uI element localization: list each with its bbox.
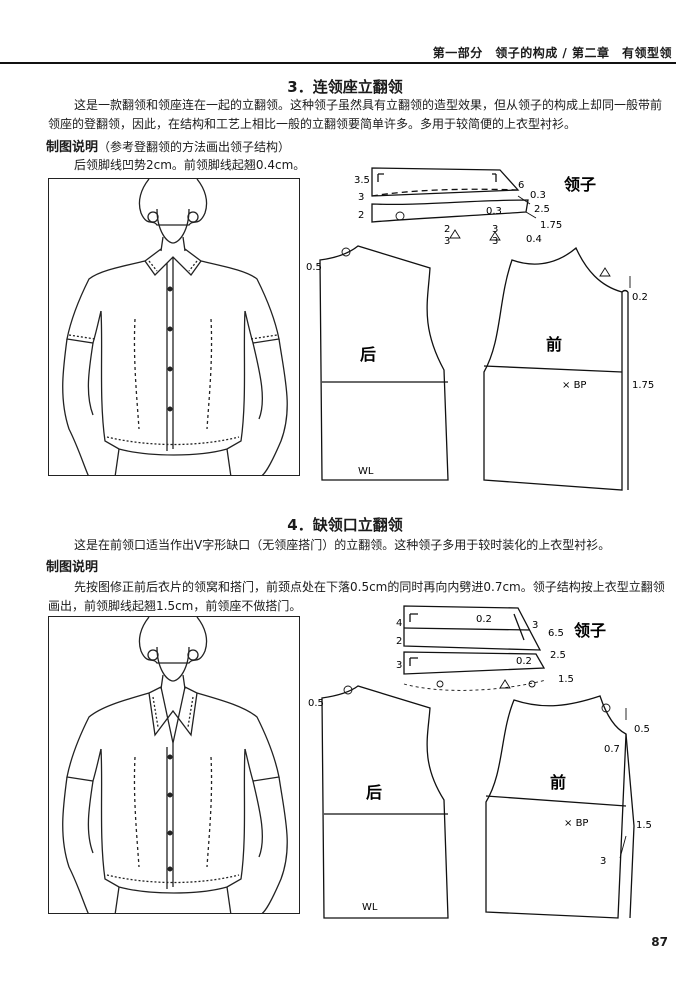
back-bodice-2 bbox=[321, 685, 449, 919]
button-icon bbox=[167, 754, 173, 760]
triangle-marks bbox=[449, 229, 611, 277]
pattern-drawing-2: 4 2 3 0.2 3 6.5 0.2 2.5 1.5 领子 0.5 0.5 0… bbox=[308, 605, 652, 919]
dim-1-5-collar: 1.5 bbox=[558, 674, 574, 685]
collar-label-2: 领子 bbox=[574, 621, 606, 640]
back-label-2: 后 bbox=[366, 783, 382, 802]
dim-6-5: 6.5 bbox=[548, 628, 564, 639]
dim-2-5-s4: 2.5 bbox=[550, 650, 566, 661]
section-3-subhead: 制图说明（参考登翻领的方法画出领子结构） bbox=[46, 136, 290, 155]
collar-circle-mark bbox=[395, 211, 405, 221]
back-label-1: 后 bbox=[360, 345, 376, 364]
frac-1-den: 3 bbox=[444, 236, 450, 247]
collar-piece-1b bbox=[371, 199, 529, 223]
dim-3b-s4: 3 bbox=[532, 620, 538, 631]
section-3-subhead-label: 制图说明 bbox=[46, 140, 99, 155]
triangle-mark-2 bbox=[499, 679, 511, 689]
bp-mark-1: × BP bbox=[562, 380, 586, 391]
dim-4: 4 bbox=[396, 618, 402, 629]
section-4-subhead: 制图说明 bbox=[46, 560, 99, 575]
dim-3-s4: 3 bbox=[396, 660, 402, 671]
wl-label-2: WL bbox=[362, 902, 378, 913]
section-3-paragraph-text: 这是一款翻领和领座连在一起的立翻领。这种领子虽然具有立翻领的造型效果，但从领子的… bbox=[48, 98, 663, 131]
dim-3-5: 3.5 bbox=[354, 175, 370, 186]
section-4-instructions: 先按图修正前后衣片的领窝和搭门，前颈点处在下落0.5cm的同时再向内劈进0.7c… bbox=[48, 578, 668, 616]
earring-icon bbox=[147, 211, 159, 223]
earring-icon bbox=[147, 649, 159, 661]
dim-0-3b: 0.3 bbox=[486, 206, 502, 217]
page-number: 87 bbox=[651, 935, 668, 949]
dim-2-s4: 2 bbox=[396, 636, 402, 647]
section-4-title: 4．缺领口立翻领 bbox=[287, 516, 403, 534]
section-3-paragraph: 这是一款翻领和领座连在一起的立翻领。这种领子虽然具有立翻领的造型效果，但从领子的… bbox=[48, 96, 668, 134]
front-label-1: 前 bbox=[546, 335, 562, 354]
front-bodice-2 bbox=[485, 695, 627, 919]
wl-label-1: WL bbox=[358, 466, 374, 477]
dim-1-75-front: 1.75 bbox=[632, 380, 654, 391]
blouse-illustration-1 bbox=[48, 178, 300, 476]
dim-1-75-collar: 1.75 bbox=[540, 220, 562, 231]
dim-0-5-front-s4: 0.5 bbox=[634, 724, 650, 735]
front-label-2: 前 bbox=[550, 773, 566, 792]
collar-piece-2a bbox=[403, 605, 542, 651]
dim-2-5: 2.5 bbox=[534, 204, 550, 215]
dim-3-front: 3 bbox=[600, 856, 606, 867]
running-header: 第一部分 领子的构成 / 第二章 有领型领 bbox=[432, 46, 672, 60]
collar-label-1: 领子 bbox=[564, 175, 596, 194]
front-bodice-1 bbox=[483, 246, 623, 491]
back-neck-circle-mark-2 bbox=[343, 685, 353, 695]
bp-mark-2: × BP bbox=[564, 818, 588, 829]
dim-0-3a: 0.3 bbox=[530, 190, 546, 201]
front-neck-circle-mark-2 bbox=[601, 703, 611, 713]
section-3-title: 3．连领座立翻领 bbox=[287, 78, 403, 96]
blouse-illustration-2 bbox=[48, 616, 300, 914]
dim-0-4: 0.4 bbox=[526, 234, 542, 245]
dim-2: 2 bbox=[358, 210, 364, 221]
back-bodice-1 bbox=[319, 245, 449, 481]
dim-6: 6 bbox=[518, 180, 524, 191]
back-neck-circle-mark bbox=[341, 247, 351, 257]
button-icon bbox=[167, 286, 173, 292]
section-4-paragraph: 这是在前领口适当作出V字形缺口（无领座搭门）的立翻领。这种领子多用于较时装化的上… bbox=[48, 536, 668, 555]
dim-0-2a-s4: 0.2 bbox=[476, 614, 492, 625]
section-4-instructions-text: 先按图修正前后衣片的领窝和搭门，前颈点处在下落0.5cm的同时再向内劈进0.7c… bbox=[48, 580, 665, 613]
section-3-subhead-note: （参考登翻领的方法画出领子结构） bbox=[98, 140, 291, 154]
dim-0-2-front: 0.2 bbox=[632, 292, 648, 303]
section-3-instructions: 后领脚线凹势2cm。前领脚线起翘0.4cm。 bbox=[74, 158, 306, 172]
dim-0-2b-s4: 0.2 bbox=[516, 656, 532, 667]
frac-1-num: 2 bbox=[444, 224, 450, 235]
dim-3: 3 bbox=[358, 192, 364, 203]
dim-0-5-back-s4: 0.5 bbox=[308, 698, 324, 709]
collar-piece-1a bbox=[371, 167, 520, 197]
section-4-paragraph-text: 这是在前领口适当作出V字形缺口（无领座搭门）的立翻领。这种领子多用于较时装化的上… bbox=[74, 538, 611, 552]
frac-2-num: 3 bbox=[492, 224, 498, 235]
collar-piece-2b bbox=[403, 651, 546, 675]
blouse-figure-2 bbox=[62, 617, 288, 913]
blouse-figure-1 bbox=[62, 179, 288, 475]
dim-0-5-back: 0.5 bbox=[306, 262, 322, 273]
frac-2-den: 3 bbox=[492, 236, 498, 247]
header-rule bbox=[0, 62, 676, 64]
dim-0-7: 0.7 bbox=[604, 744, 620, 755]
pattern-drawing-1: 3.5 3 2 6 0.3 0.3 2.5 1.75 0.4 2 3 3 3 领… bbox=[306, 167, 654, 491]
dim-1-5-front: 1.5 bbox=[636, 820, 652, 831]
